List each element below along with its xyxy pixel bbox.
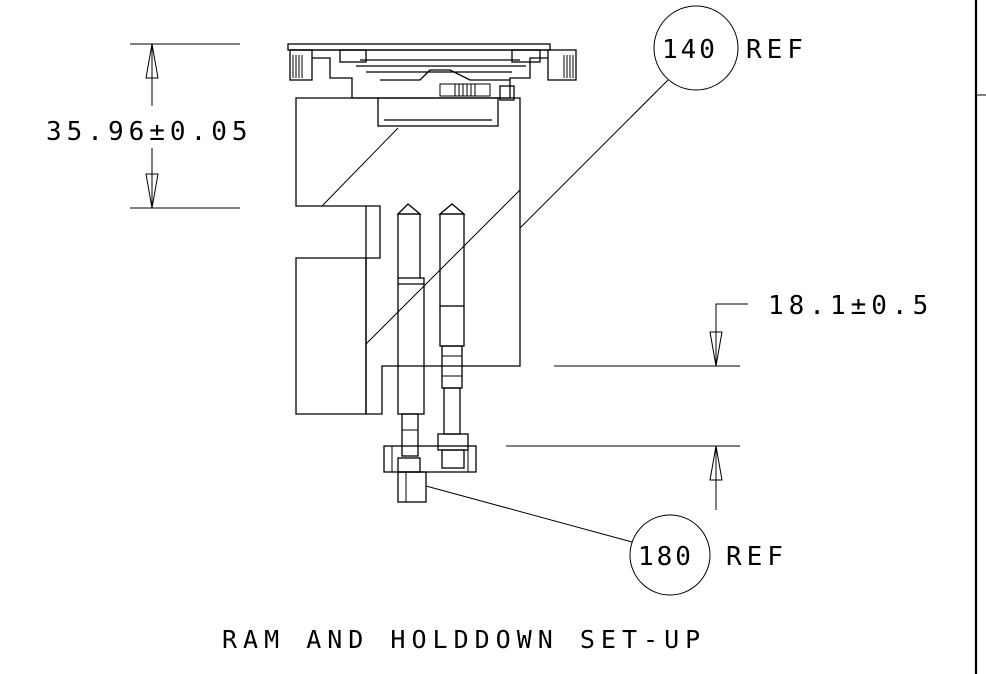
balloon-140-number: 140 xyxy=(662,35,718,65)
drawing-title: RAM AND HOLDDOWN SET-UP xyxy=(222,625,706,654)
ram-plate xyxy=(287,43,577,127)
holddown-foot xyxy=(383,445,477,503)
dimension-top: 35.96±0.05 xyxy=(46,43,253,209)
pin-left xyxy=(396,203,425,457)
balloon-180-suffix: REF xyxy=(726,542,788,572)
dimension-right-label: 18.1±0.5 xyxy=(768,291,933,321)
dimension-top-label: 35.96±0.05 xyxy=(46,117,253,147)
balloon-180: 180 REF xyxy=(425,485,788,596)
balloon-180-number: 180 xyxy=(638,542,694,572)
pin-right xyxy=(437,203,469,469)
balloon-140: 140 REF xyxy=(519,5,808,229)
balloon-140-suffix: REF xyxy=(746,35,808,65)
drawing-frame xyxy=(974,0,986,674)
section-lines xyxy=(321,127,521,345)
holddown-block xyxy=(295,97,521,415)
dimension-right: 18.1±0.5 xyxy=(506,291,933,510)
